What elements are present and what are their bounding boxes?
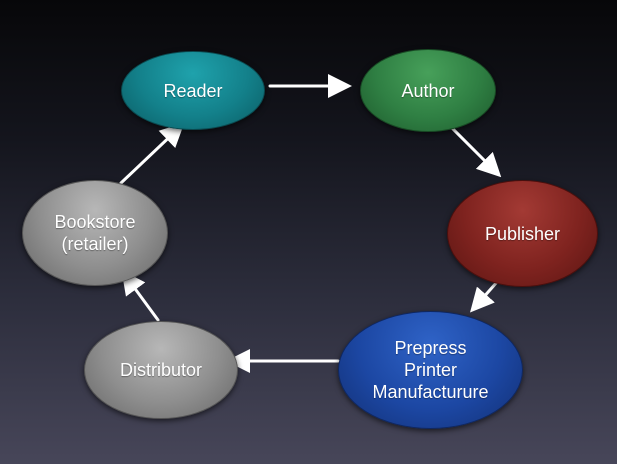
publisher-label: Publisher <box>484 223 561 244</box>
arrow-publisher-to-prepress <box>470 280 499 313</box>
prepress-node: Prepress Printer Manufacturure <box>338 311 523 429</box>
arrow-distributor-to-bookstore <box>121 270 160 322</box>
author-label: Author <box>401 80 455 101</box>
reader-node: Reader <box>121 51 265 130</box>
publisher-node: Publisher <box>447 180 598 287</box>
author-node: Author <box>360 49 496 132</box>
bookstore-label: Bookstore (retailer) <box>54 212 136 254</box>
distributor-node: Distributor <box>84 321 238 419</box>
arrow-bookstore-to-reader <box>119 122 185 185</box>
reader-label: Reader <box>163 80 223 101</box>
bookstore-node: Bookstore (retailer) <box>22 180 168 286</box>
prepress-label: Prepress Printer Manufacturure <box>372 338 489 402</box>
distributor-label: Distributor <box>119 360 203 380</box>
arrow-author-to-publisher <box>447 123 502 178</box>
